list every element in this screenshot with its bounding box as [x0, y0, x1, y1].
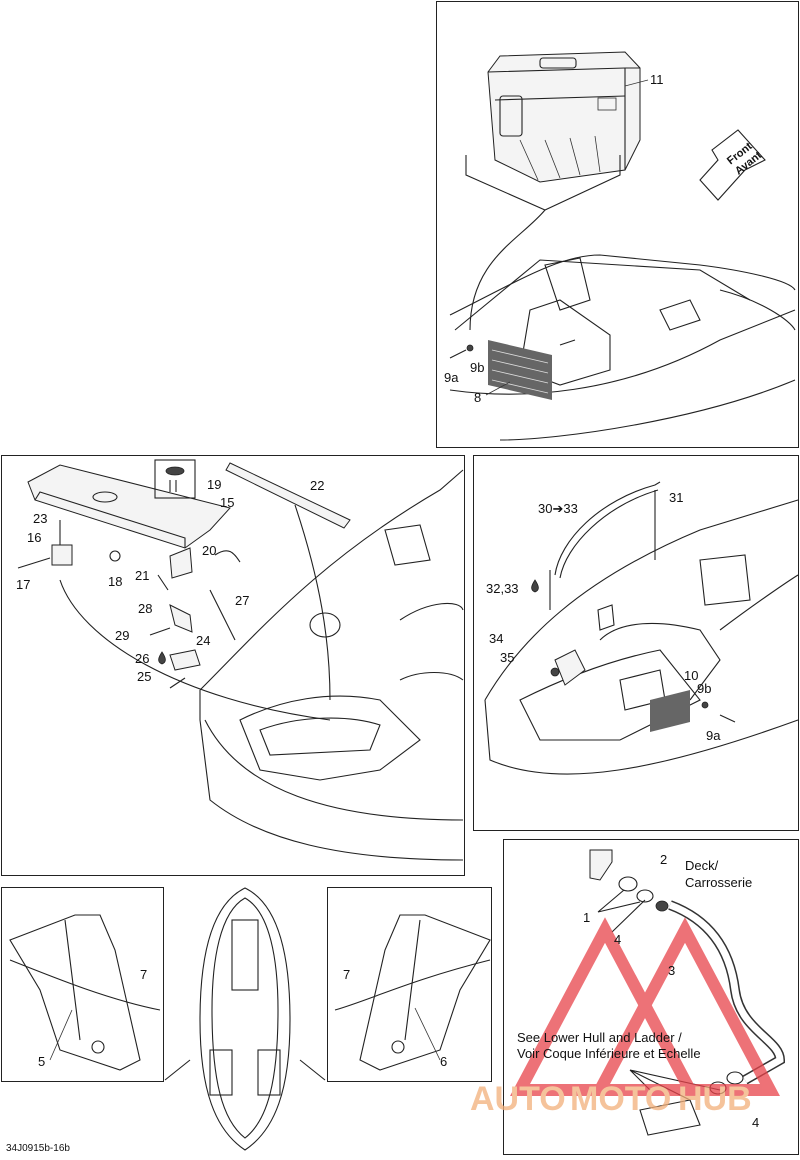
callout-25: 25 — [137, 669, 151, 684]
callout-31: 31 — [669, 490, 683, 505]
see-lower-hull-label: See Lower Hull and Ladder / — [517, 1030, 682, 1045]
watermark-text-c: HUB — [678, 1080, 752, 1118]
callout-1: 1 — [583, 910, 590, 925]
callout-10: 10 — [684, 668, 698, 683]
carrosserie-label: Carrosserie — [685, 875, 752, 890]
panel-left-footrest — [1, 887, 164, 1082]
callout-7-left: 7 — [140, 967, 147, 982]
callout-20: 20 — [202, 543, 216, 558]
drain-hose-drawing — [589, 849, 786, 1136]
callout-4-b: 4 — [752, 1115, 759, 1130]
watermark: AUTO MOTO HUB — [470, 917, 780, 1118]
callout-29: 29 — [115, 628, 129, 643]
callout-35: 35 — [500, 650, 514, 665]
front-seal-drawing — [484, 481, 799, 775]
footrest-drawings — [9, 887, 491, 1151]
callout-21: 21 — [135, 568, 149, 583]
voir-coque-label: Voir Coque Inférieure et Echelle — [517, 1046, 701, 1061]
watermark-text-b: MOTO — [570, 1080, 671, 1118]
panel-front-storage-cover — [1, 455, 465, 876]
callout-30-33: 30➔33 — [538, 501, 578, 516]
callout-32-33: 32,33 — [486, 581, 519, 596]
callout-16: 16 — [27, 530, 41, 545]
callout-26: 26 — [135, 651, 149, 666]
callout-2: 2 — [660, 852, 667, 867]
callout-9b-top: 9b — [470, 360, 484, 375]
callout-17: 17 — [16, 577, 30, 592]
front-cover-drawing — [17, 459, 464, 861]
callout-6: 6 — [440, 1054, 447, 1069]
callout-19: 19 — [207, 477, 221, 492]
drop-icon-32 — [531, 579, 539, 593]
callout-4-a: 4 — [614, 932, 621, 947]
storage-bin-drawing — [449, 51, 796, 441]
deck-label: Deck/ — [685, 858, 719, 873]
callout-9a-mid: 9a — [706, 728, 721, 743]
callout-3: 3 — [668, 963, 675, 978]
callout-9a-top: 9a — [444, 370, 459, 385]
drop-icon-26 — [158, 651, 166, 665]
callout-34: 34 — [489, 631, 503, 646]
callout-8: 8 — [474, 390, 481, 405]
callout-7-right: 7 — [343, 967, 350, 982]
callout-11: 11 — [650, 72, 664, 87]
diagram-reference-code: 34J0915b-16b — [6, 1143, 70, 1154]
callout-24: 24 — [196, 633, 210, 648]
callout-23: 23 — [33, 511, 47, 526]
callout-5: 5 — [38, 1054, 45, 1069]
watermark-text-a: AUTO — [470, 1080, 566, 1118]
callout-9b-mid: 9b — [697, 681, 711, 696]
callout-28: 28 — [138, 601, 152, 616]
callout-15: 15 — [220, 495, 234, 510]
callout-27: 27 — [235, 593, 249, 608]
callout-18: 18 — [108, 574, 122, 589]
callout-22: 22 — [310, 478, 324, 493]
